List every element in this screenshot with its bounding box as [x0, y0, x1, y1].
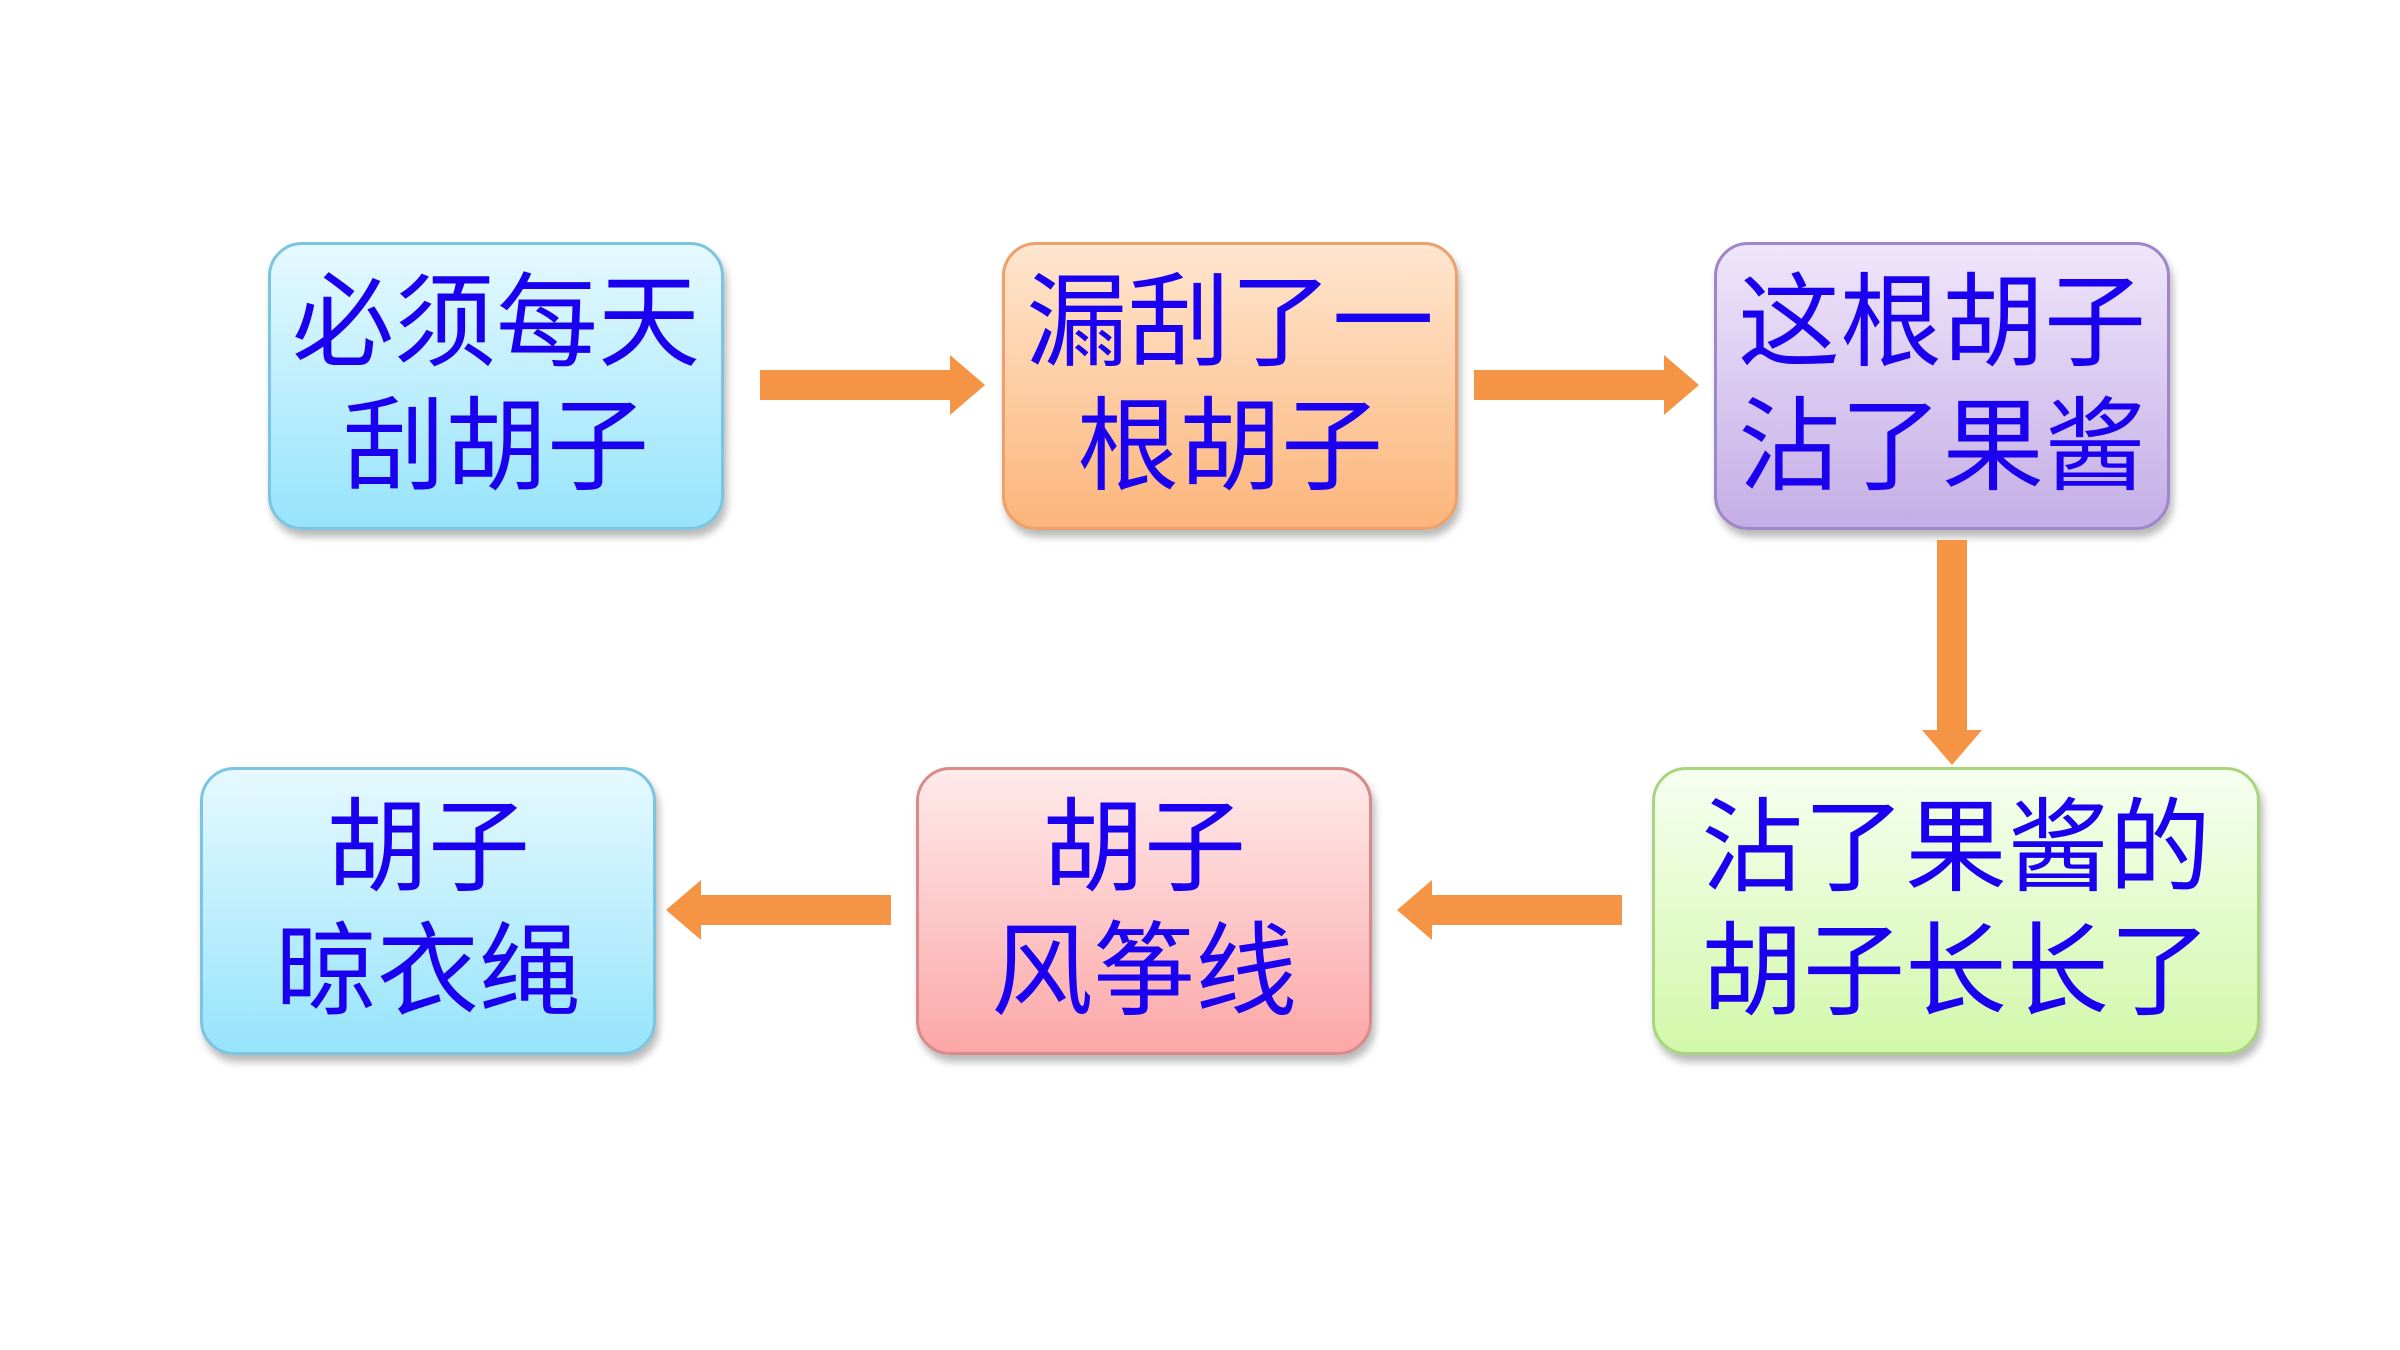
step-label-line-2: 根胡子	[1077, 388, 1383, 507]
arrow-shape	[1922, 540, 1982, 765]
step-label-line-1: 胡子	[326, 789, 530, 908]
arrow-shape	[1474, 355, 1699, 415]
step-label-line-2: 风筝线	[991, 913, 1297, 1032]
step-label-line-2: 胡子长长了	[1701, 913, 2211, 1032]
arrow-left-icon	[1397, 880, 1622, 940]
step-box-beard-kite-string: 胡子 风筝线	[916, 767, 1372, 1055]
arrow-shape	[666, 880, 891, 940]
step-label-line-1: 必须每天	[292, 264, 700, 383]
step-box-missed-one-beard: 漏刮了一 根胡子	[1002, 242, 1458, 530]
step-label-line-2: 沾了果酱	[1738, 388, 2146, 507]
step-label-line-1: 漏刮了一	[1026, 264, 1434, 383]
arrow-left-icon	[666, 880, 891, 940]
step-label-line-1: 这根胡子	[1738, 264, 2146, 383]
arrow-down-icon	[1922, 540, 1982, 765]
step-label-line-1: 沾了果酱的	[1701, 789, 2211, 908]
arrow-shape	[1397, 880, 1622, 940]
arrow-right-icon	[1474, 355, 1699, 415]
step-box-shave-daily: 必须每天 刮胡子	[268, 242, 724, 530]
arrow-right-icon	[760, 355, 985, 415]
step-box-beard-clothesline: 胡子 晾衣绳	[200, 767, 656, 1055]
arrow-shape	[760, 355, 985, 415]
step-box-beard-grew-long: 沾了果酱的 胡子长长了	[1652, 767, 2260, 1055]
step-label-line-1: 胡子	[1042, 789, 1246, 908]
step-label-line-2: 晾衣绳	[275, 913, 581, 1032]
step-box-beard-with-jam: 这根胡子 沾了果酱	[1714, 242, 2170, 530]
step-label-line-2: 刮胡子	[343, 388, 649, 507]
